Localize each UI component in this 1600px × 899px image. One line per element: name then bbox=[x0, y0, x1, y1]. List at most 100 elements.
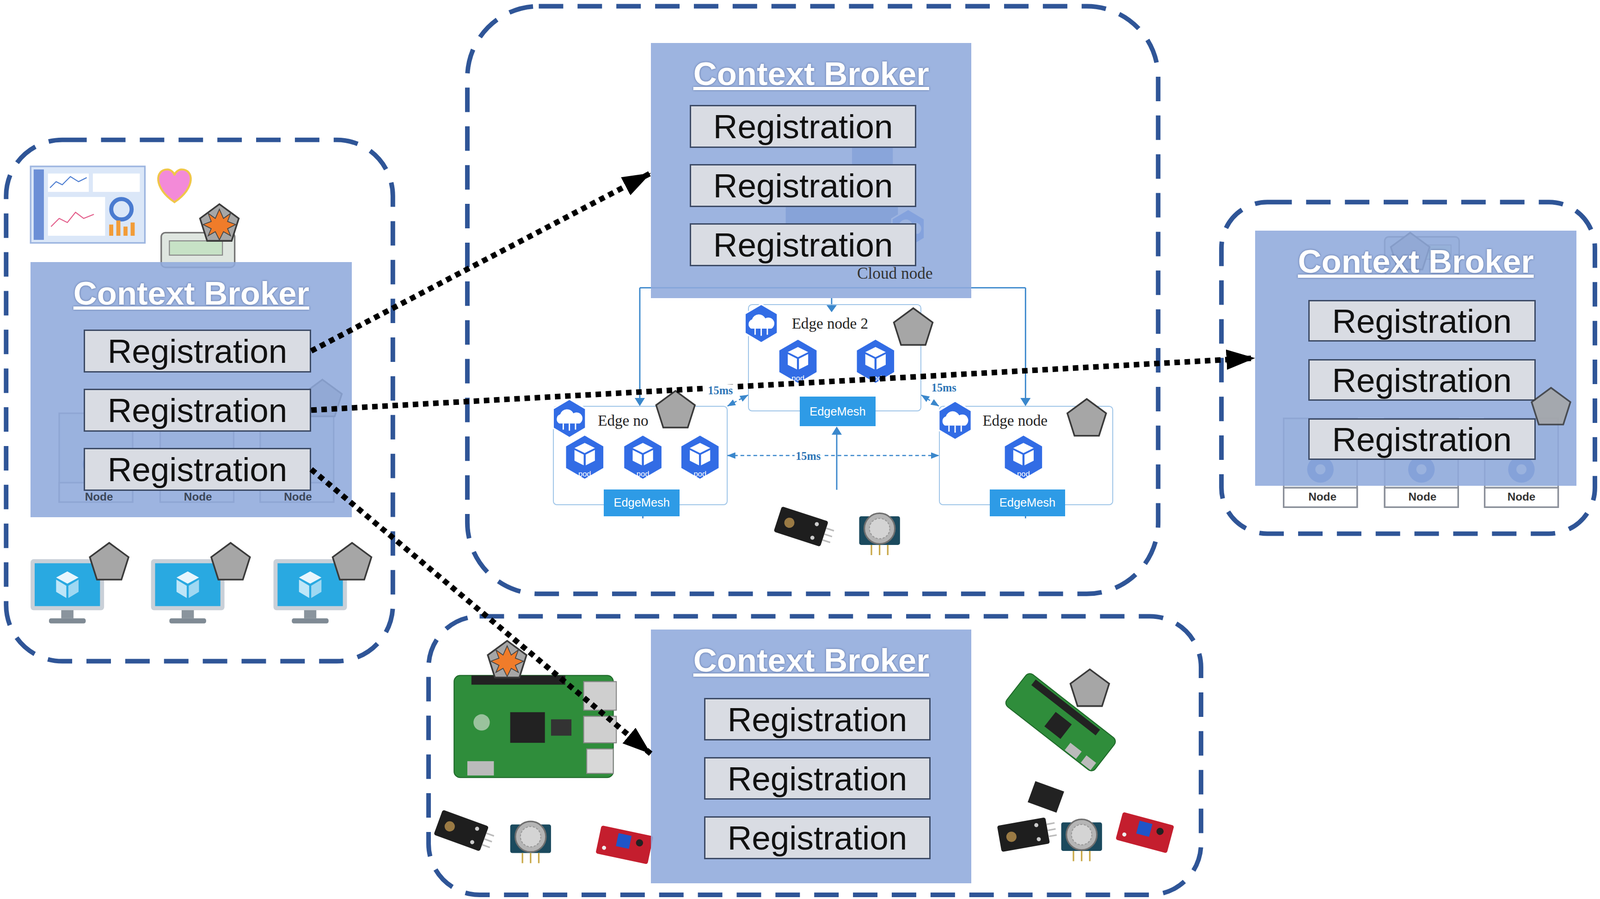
pod-label: pod bbox=[693, 470, 707, 479]
node-label: Node bbox=[1507, 491, 1536, 503]
small-module bbox=[1027, 781, 1065, 813]
raspberry-pi-zero bbox=[1003, 671, 1118, 773]
edge-node-box: Edge node 2EdgeMesh bbox=[747, 304, 922, 412]
group-outline bbox=[6, 140, 393, 662]
broker-title: Context Broker bbox=[30, 274, 352, 313]
node-label: Node bbox=[1408, 491, 1437, 503]
device-icon bbox=[169, 240, 223, 256]
dashboard-image bbox=[123, 226, 128, 236]
overlay-illustration bbox=[487, 640, 527, 678]
registration-box: Registration bbox=[83, 447, 312, 491]
dashboard-image bbox=[48, 173, 89, 192]
registration-label: Registration bbox=[85, 449, 310, 490]
group-outline bbox=[1221, 202, 1595, 534]
overlay-illustration bbox=[1067, 398, 1107, 436]
cloud-node-label: Cloud node bbox=[857, 265, 933, 282]
overlay-illustration bbox=[744, 304, 778, 344]
sensor-group bbox=[773, 506, 836, 550]
dashboard-image bbox=[111, 199, 132, 220]
context-broker-box: Context BrokerRegistrationRegistrationRe… bbox=[30, 262, 352, 518]
registration-box: Registration bbox=[83, 329, 312, 373]
latency-label: 15ms bbox=[794, 449, 822, 463]
pod-group bbox=[1004, 434, 1043, 480]
edgemesh-label: EdgeMesh bbox=[799, 396, 876, 427]
registration-box: Registration bbox=[704, 816, 931, 860]
sensor-group bbox=[859, 513, 901, 555]
wire-arrowhead bbox=[1020, 398, 1031, 407]
dashboard-image bbox=[109, 224, 114, 236]
dashboard-image bbox=[92, 173, 141, 192]
raspberry-pi bbox=[583, 716, 617, 743]
raspberry-pi bbox=[471, 675, 566, 685]
context-broker-box: Context BrokerRegistrationRegistrationRe… bbox=[1255, 230, 1577, 486]
sensor-group bbox=[1115, 812, 1175, 854]
dashboard-image bbox=[50, 212, 94, 227]
pod-label: pod bbox=[578, 470, 592, 479]
dashboard-image bbox=[130, 222, 135, 236]
pod-group bbox=[856, 338, 896, 384]
registration-label: Registration bbox=[691, 165, 915, 206]
raspberry-pi-zero bbox=[1080, 755, 1097, 771]
dashboard-image bbox=[49, 176, 87, 188]
overlay-illustration bbox=[490, 645, 524, 677]
pod-label: pod bbox=[869, 374, 883, 383]
sensor-group bbox=[1061, 819, 1103, 862]
dashboard-image bbox=[116, 220, 121, 236]
pod-group bbox=[680, 434, 720, 480]
broker-title: Context Broker bbox=[650, 55, 972, 93]
edgemesh-box: EdgeMesh bbox=[603, 489, 680, 516]
monitor-group bbox=[151, 559, 225, 624]
raspberry-pi-zero bbox=[1044, 711, 1072, 739]
dashboard-image bbox=[48, 196, 106, 236]
registration-box: Registration bbox=[1308, 359, 1536, 401]
registration-label: Registration bbox=[705, 817, 930, 859]
wire-arrowhead bbox=[634, 398, 645, 407]
registration-box: Registration bbox=[689, 164, 917, 208]
edge-node-label: Edge no bbox=[597, 412, 649, 430]
raspberry-pi-zero bbox=[1064, 742, 1082, 760]
illustration bbox=[202, 209, 236, 240]
raspberry-pi bbox=[473, 714, 490, 731]
cluster-wire bbox=[639, 288, 641, 401]
overlay-illustration bbox=[1070, 669, 1110, 706]
overlay-illustration bbox=[938, 401, 972, 441]
broker-title: Context Broker bbox=[650, 641, 972, 680]
raspberry-pi-zero bbox=[1003, 671, 1118, 773]
registration-box: Registration bbox=[689, 104, 917, 148]
registration-box: Registration bbox=[1308, 418, 1536, 460]
edge-node-box: Edge nodeEdgeMesh bbox=[938, 405, 1114, 505]
registration-box: Registration bbox=[704, 757, 931, 801]
registration-label: Registration bbox=[705, 758, 930, 799]
registration-label: Registration bbox=[85, 331, 310, 372]
registration-label: Registration bbox=[1309, 419, 1535, 459]
registration-box: Registration bbox=[689, 223, 917, 267]
edge-node-label: Edge node 2 bbox=[791, 315, 869, 333]
edgemesh-box: EdgeMesh bbox=[989, 489, 1066, 516]
illustration bbox=[332, 542, 372, 580]
node-label: Node bbox=[283, 491, 313, 503]
dashboard-image bbox=[33, 169, 44, 240]
raspberry-pi bbox=[551, 719, 572, 736]
latency-link bbox=[921, 395, 939, 407]
broker-title: Context Broker bbox=[1255, 242, 1577, 281]
wire-arrowhead bbox=[634, 305, 1031, 435]
node-label: Node bbox=[85, 491, 114, 503]
pod-label: pod bbox=[1017, 470, 1030, 479]
edge-node-label: Edge node bbox=[982, 412, 1048, 430]
pod-group bbox=[565, 434, 605, 480]
cluster-wire bbox=[639, 288, 1026, 519]
registration-label: Registration bbox=[85, 390, 310, 431]
group-outline bbox=[467, 6, 1159, 594]
registration-box: Registration bbox=[83, 388, 312, 432]
registration-label: Registration bbox=[691, 224, 915, 265]
overlay-illustration bbox=[1531, 387, 1571, 425]
latency-link bbox=[727, 454, 939, 457]
registration-box: Registration bbox=[1308, 300, 1536, 342]
sensor-group bbox=[433, 809, 497, 855]
wire-arrowhead bbox=[826, 305, 837, 313]
raspberry-pi bbox=[583, 681, 617, 711]
raspberry-pi bbox=[467, 761, 494, 776]
dotted-arrow bbox=[311, 358, 1256, 411]
edge-node-box: Edge noEdgeMesh bbox=[552, 405, 728, 505]
latency-label: 15ms bbox=[930, 381, 958, 394]
